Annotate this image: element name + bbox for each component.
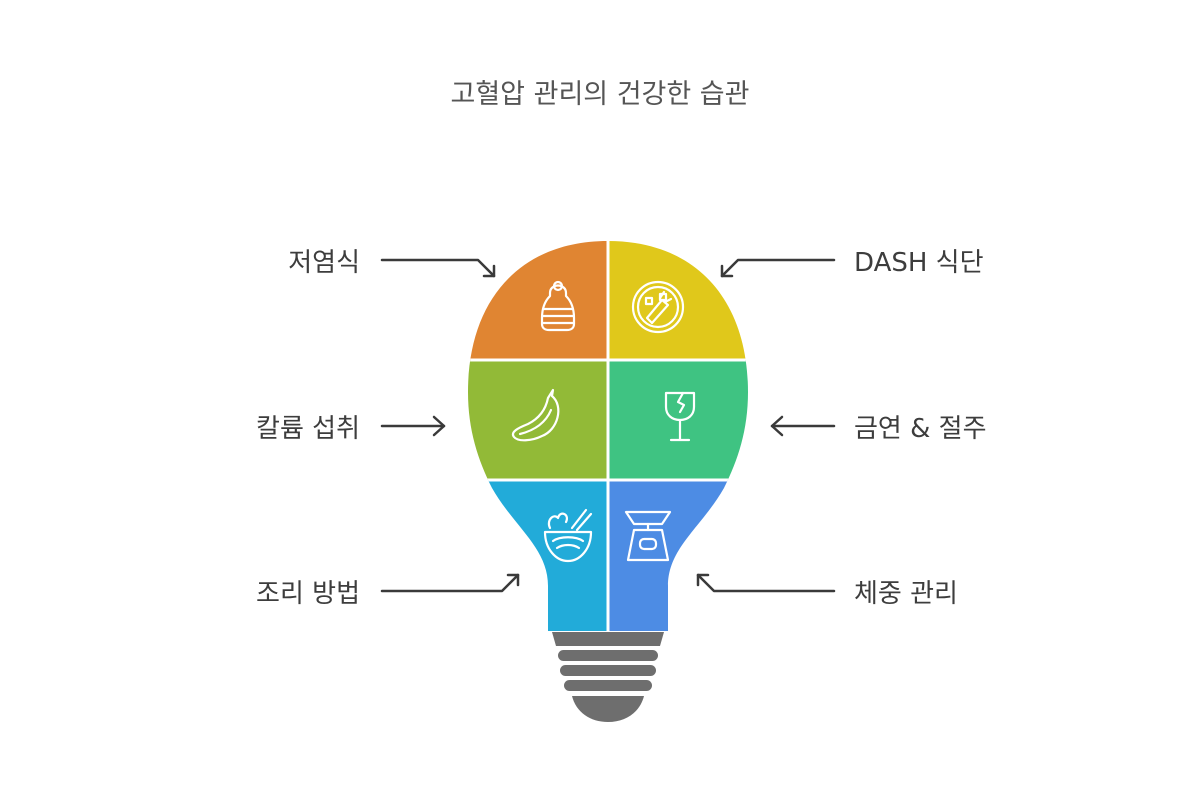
salt-shaker-icon <box>540 280 576 332</box>
diagram-title: 고혈압 관리의 건강한 습관 <box>450 79 750 110</box>
arrow-cooking <box>380 573 520 593</box>
segment-potassium <box>468 360 608 480</box>
wine-glass-icon <box>664 391 696 442</box>
label-low-sodium: 저염식 <box>288 248 360 278</box>
segment-no-smoking <box>608 360 748 480</box>
salad-bowl-icon <box>631 280 685 334</box>
cucumber-icon <box>511 388 560 442</box>
arrow-no-smoking <box>770 415 836 437</box>
arrow-dash <box>720 258 836 278</box>
arrow-potassium <box>380 415 446 437</box>
segment-dash <box>608 241 748 360</box>
label-potassium: 칼륨 섭취 <box>256 414 360 444</box>
bulb-base <box>552 632 664 722</box>
arrow-low-sodium <box>380 258 496 278</box>
noodle-bowl-icon <box>543 508 593 563</box>
segment-cooking <box>468 480 608 631</box>
label-weight: 체중 관리 <box>854 579 958 609</box>
arrow-weight <box>696 573 836 593</box>
bulb-segments <box>468 241 748 631</box>
scale-icon <box>624 510 672 562</box>
segment-low-sodium <box>468 241 608 360</box>
label-cooking: 조리 방법 <box>256 579 360 609</box>
label-no-smoking: 금연 & 절주 <box>854 414 987 444</box>
label-dash: DASH 식단 <box>854 248 984 278</box>
